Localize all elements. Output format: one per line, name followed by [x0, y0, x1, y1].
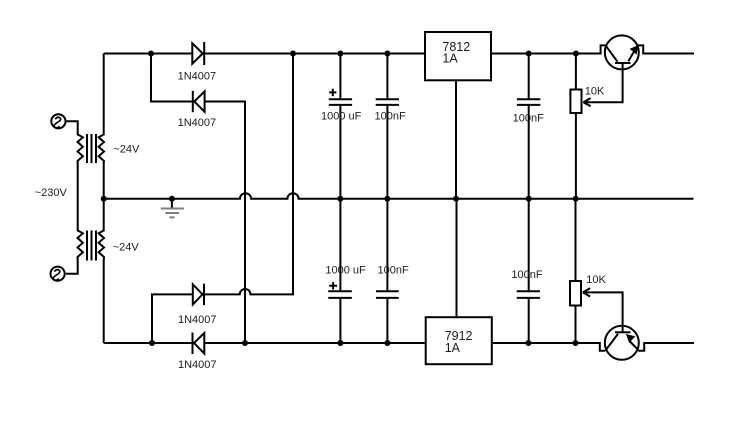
svg-text:~24V: ~24V: [113, 241, 140, 253]
svg-text:1A: 1A: [445, 341, 461, 355]
svg-text:1000 uF: 1000 uF: [325, 264, 366, 276]
svg-text:1N4007: 1N4007: [178, 359, 217, 371]
svg-text:1000 uF: 1000 uF: [321, 110, 362, 122]
svg-text:100nF: 100nF: [511, 269, 542, 281]
svg-text:100nF: 100nF: [375, 110, 406, 122]
svg-text:10K: 10K: [585, 86, 605, 98]
svg-text:7812: 7812: [442, 40, 470, 54]
svg-text:~230V: ~230V: [35, 187, 68, 199]
svg-text:1N4007: 1N4007: [178, 117, 217, 129]
svg-text:1N4007: 1N4007: [178, 70, 217, 82]
svg-text:7912: 7912: [445, 329, 473, 343]
svg-text:1A: 1A: [442, 51, 458, 65]
svg-text:10K: 10K: [586, 274, 606, 286]
svg-text:~24V: ~24V: [113, 143, 140, 155]
svg-text:1N4007: 1N4007: [178, 314, 217, 326]
svg-text:100nF: 100nF: [378, 264, 409, 276]
svg-text:100nF: 100nF: [513, 113, 544, 125]
